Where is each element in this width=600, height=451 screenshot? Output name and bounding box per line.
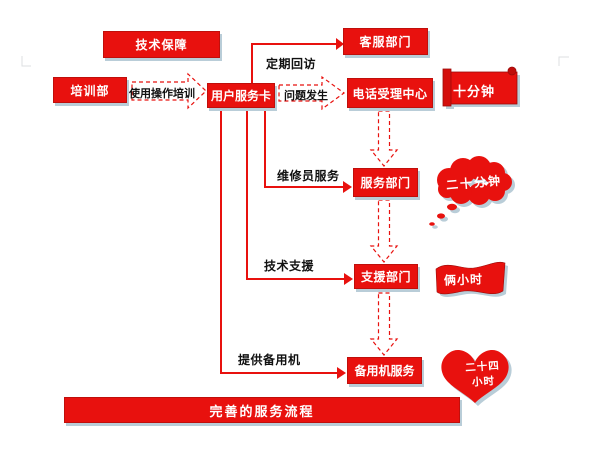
connector-repairman-service (264, 108, 344, 188)
box-service-dept: 服务部门 (353, 168, 418, 197)
box-backup-machine-service: 备用机服务 (347, 357, 422, 384)
scroll-shape-ten-minutes (442, 66, 520, 109)
dashed-arrow-callcenter-to-service (369, 110, 399, 167)
heart-shape-twenty-four-hours (441, 349, 512, 406)
arrowhead-regular-visit (336, 38, 344, 50)
scroll-top-roll (507, 66, 517, 76)
box-support-dept: 支援部门 (354, 264, 418, 289)
edge-label-usage-training: 使用操作培训 (129, 88, 195, 100)
box-training-dept: 培训部 (53, 77, 127, 103)
edge-label-repairman-service: 维修员服务 (277, 169, 340, 183)
arrowhead-repairman-service (343, 181, 352, 193)
callout-text-twenty-four-hours: 二十四 小时 (449, 357, 517, 392)
page-boundary-mark-left (21, 56, 31, 67)
arrowhead-provide-backup (337, 367, 346, 379)
thought-dots (429, 203, 457, 226)
scroll-left-roll (442, 68, 452, 107)
dashed-arrow-support-to-backup (369, 292, 399, 356)
box-tech-guarantee: 技术保障 (103, 31, 220, 58)
connector-provide-backup (220, 108, 338, 374)
dashed-arrow-problem-occurs (278, 75, 346, 111)
solid-arrowheads (336, 38, 353, 379)
box-customer-service-dept: 客服部门 (343, 28, 428, 55)
box-call-center: 电话受理中心 (347, 78, 433, 108)
cloud-shape-twenty-minutes (429, 156, 515, 229)
connector-regular-visit (251, 43, 337, 84)
dashed-arrow-usage-training (131, 72, 207, 110)
callout-text-two-hours: 俩小时 (443, 272, 484, 288)
bottom-banner: 完善的服务流程 (64, 397, 460, 423)
edge-label-provide-backup: 提供备用机 (238, 353, 301, 367)
flag-shape-two-hours (435, 261, 508, 297)
dashed-arrow-service-to-support (369, 199, 399, 263)
page-boundary-mark-right (558, 56, 569, 66)
solid-connectors (220, 43, 345, 374)
arrowhead-tech-support (344, 273, 353, 285)
edge-label-tech-support: 技术支援 (264, 259, 315, 273)
box-user-service-card: 用户服务卡 (207, 83, 275, 108)
connector-tech-support (246, 108, 345, 280)
dashed-block-arrows (131, 72, 399, 356)
edge-label-problem-occurs: 问题发生 (284, 90, 328, 102)
edge-label-regular-visit: 定期回访 (266, 57, 317, 71)
callout-text-ten-minutes: 十分钟 (453, 84, 496, 99)
